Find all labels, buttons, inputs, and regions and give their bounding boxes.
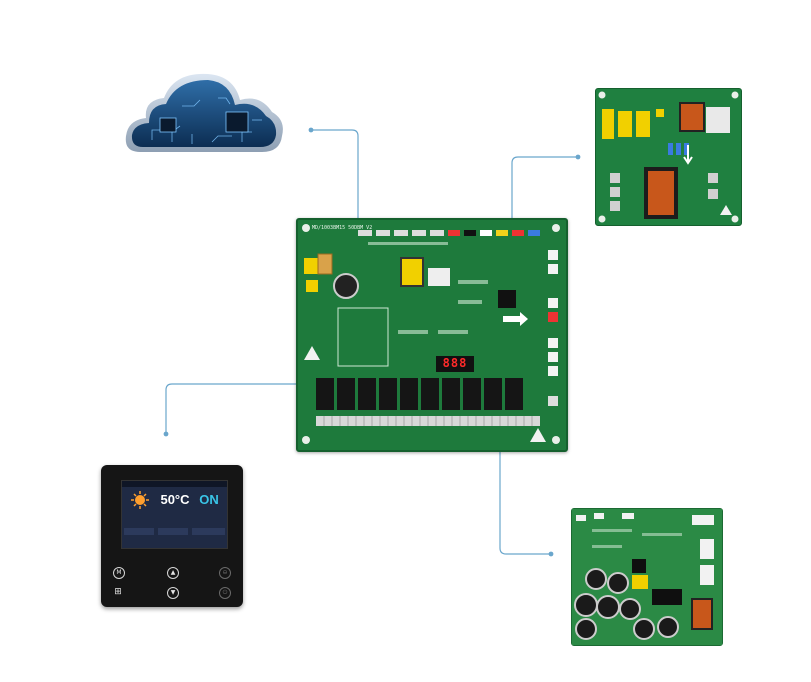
board-model-label: MD/1003BM15 50DBM V2 — [312, 225, 373, 231]
chip-icon — [159, 117, 177, 133]
info-row — [124, 528, 225, 535]
controller-screen: 50°C ON — [121, 480, 228, 549]
controller-link — [165, 383, 296, 434]
power-button[interactable]: ⏻ — [219, 587, 231, 599]
cloud-link — [311, 129, 359, 218]
seven-segment-display: 888 — [436, 356, 474, 372]
temperature-value: 50°C — [160, 492, 190, 507]
power-state-value: ON — [199, 492, 219, 507]
mode-tile — [124, 489, 156, 523]
minus-button[interactable]: ⊖ — [219, 567, 231, 579]
power-state-tile: ON — [193, 489, 225, 523]
main-control-board: MD/1003BM15 50DBM V2 888 — [296, 218, 568, 452]
cloud-icon — [122, 70, 287, 158]
chip-icon — [225, 111, 249, 133]
filter-board-link — [511, 156, 578, 218]
temperature-tile: 50°C — [159, 489, 191, 523]
wired-controller: 50°C ON M ▲ ⊖ ⊞ ▼ ⏻ — [101, 465, 243, 607]
inverter-drive-board — [571, 508, 723, 646]
down-button[interactable]: ▼ — [167, 587, 179, 599]
sun-icon — [131, 491, 149, 509]
mode-button[interactable]: M — [113, 567, 125, 579]
inverter-board-link — [499, 448, 551, 555]
menu-button[interactable]: ⊞ — [114, 587, 122, 597]
status-bar — [122, 481, 227, 487]
filter-board — [595, 88, 742, 226]
up-button[interactable]: ▲ — [167, 567, 179, 579]
